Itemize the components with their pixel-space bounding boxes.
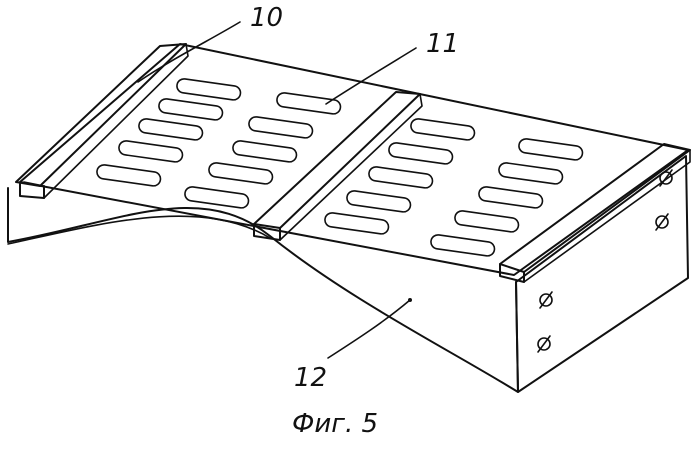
bolt-symbol (656, 214, 668, 230)
slot (410, 118, 475, 141)
slot (176, 78, 241, 101)
figure-caption: Фиг. 5 (292, 409, 378, 439)
right-rail (500, 144, 690, 282)
bolt-symbol (538, 336, 550, 352)
slot (184, 186, 249, 209)
middle-rail (254, 92, 422, 240)
base-right-face (516, 156, 688, 392)
left-panel-slots (96, 78, 341, 209)
leader-line-12 (328, 300, 410, 358)
right-panel-slots (324, 118, 583, 257)
base-front-face (8, 188, 518, 392)
leader-line-11 (326, 48, 416, 104)
label-12: 12 (294, 363, 327, 393)
bolt-symbol (540, 292, 552, 308)
deck-top-outline (20, 44, 688, 275)
bolts (538, 170, 672, 352)
slot (324, 212, 389, 235)
slot (368, 166, 433, 189)
slot (518, 138, 583, 161)
slot (478, 186, 543, 209)
bolt-symbol (660, 170, 672, 186)
label-11: 11 (426, 29, 459, 59)
slot (138, 118, 203, 141)
slot (118, 140, 183, 163)
label-10: 10 (250, 3, 283, 33)
slot (276, 92, 341, 115)
slot (430, 234, 495, 257)
slot (232, 140, 297, 163)
slot (388, 142, 453, 165)
slot (498, 162, 563, 185)
leader-dot-12 (408, 298, 412, 302)
slot (454, 210, 519, 233)
base-underside-curve (8, 216, 270, 244)
slot (346, 190, 411, 213)
slot (158, 98, 223, 121)
slot (208, 162, 273, 185)
slot (248, 116, 313, 139)
slot (96, 164, 161, 187)
